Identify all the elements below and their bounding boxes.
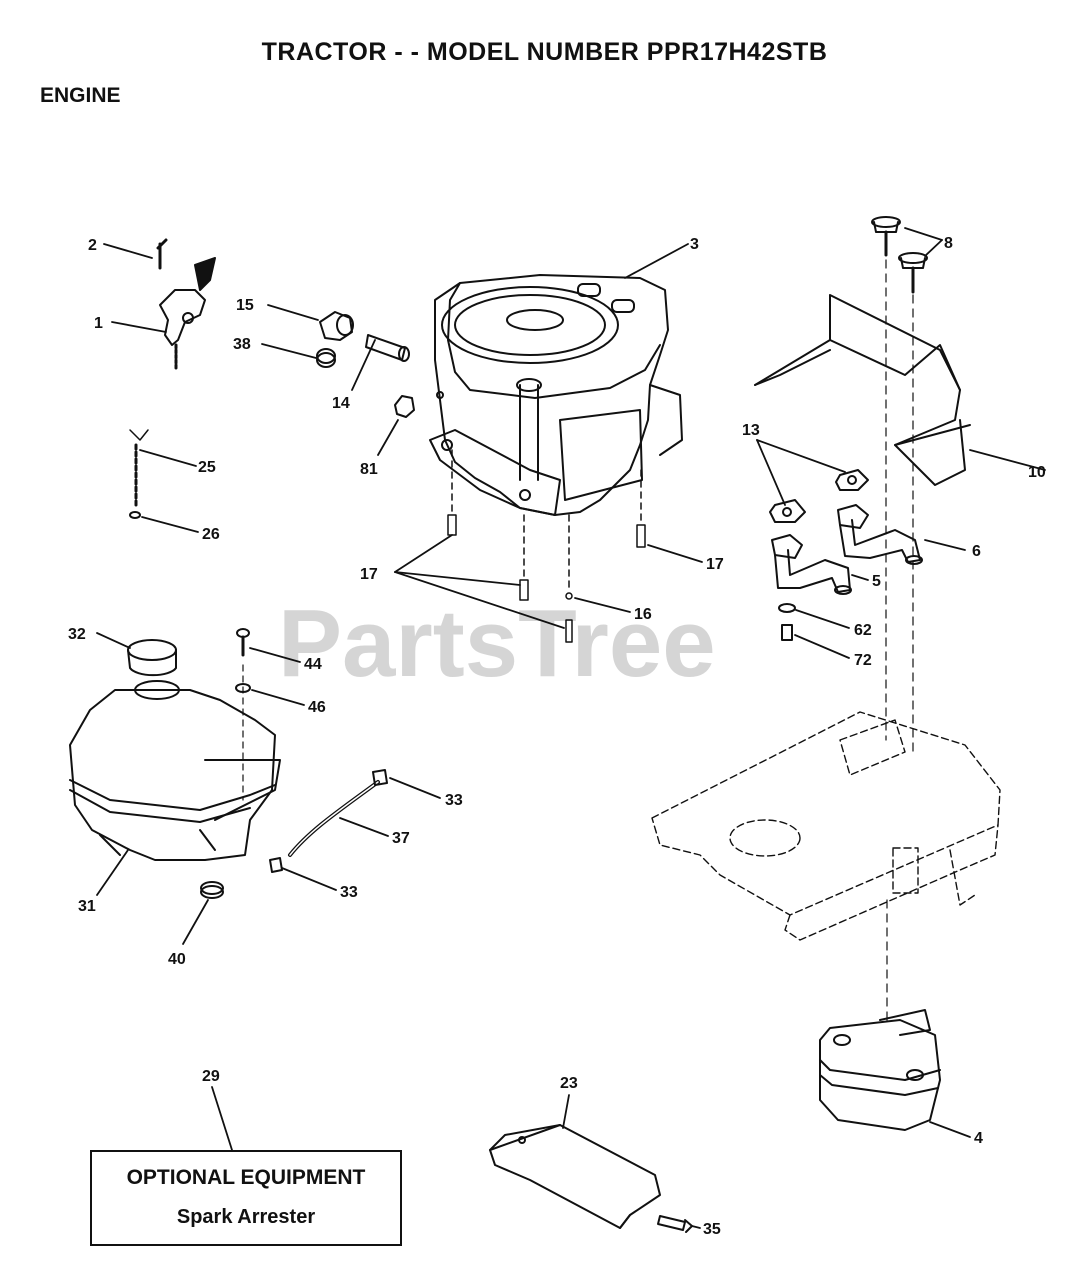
callout-13: 13 <box>742 422 760 439</box>
throttle-control-part[interactable] <box>156 238 216 372</box>
spark-arrester-label: Spark Arrester <box>176 1206 316 1228</box>
spark-arrester-shield-part[interactable] <box>489 1124 661 1229</box>
screw-44-part[interactable] <box>236 628 250 801</box>
callout-33-upper: 33 <box>445 792 463 809</box>
section-label: ENGINE <box>40 84 121 107</box>
washer-62-part[interactable] <box>778 603 796 613</box>
watermark-text: PartsTree <box>278 590 716 697</box>
callout-15: 15 <box>236 297 254 314</box>
exhaust-pipe-6-part[interactable] <box>837 504 923 565</box>
callout-35: 35 <box>703 1221 721 1238</box>
callout-1: 1 <box>94 315 103 332</box>
callout-81: 81 <box>360 461 378 478</box>
callout-4: 4 <box>974 1130 983 1147</box>
nut-38-part[interactable] <box>316 348 336 368</box>
bolts-8-part[interactable] <box>871 216 928 756</box>
callout-72: 72 <box>854 652 872 669</box>
engine-bolts-part[interactable] <box>447 449 646 643</box>
screw-35-part[interactable] <box>657 1215 693 1233</box>
fuel-cap-part[interactable] <box>127 639 177 677</box>
callout-14: 14 <box>332 395 350 412</box>
heat-shield-part[interactable] <box>754 294 971 486</box>
callout-23: 23 <box>560 1075 578 1092</box>
callout-6: 6 <box>972 543 981 560</box>
nut-81-part[interactable] <box>394 391 444 418</box>
page-title: TRACTOR - - MODEL NUMBER PPR17H42STB <box>261 38 828 66</box>
bolt-72-part[interactable] <box>781 624 793 641</box>
fuel-line-part[interactable] <box>288 780 380 857</box>
fuel-tank-part[interactable] <box>69 680 281 861</box>
elbow-fitting-part[interactable] <box>319 311 354 341</box>
callout-32: 32 <box>68 626 86 643</box>
callout-10: 10 <box>1028 464 1046 481</box>
gasket-13-part[interactable] <box>769 469 869 523</box>
callout-40: 40 <box>168 951 186 968</box>
callout-5: 5 <box>872 573 881 590</box>
grommet-40-part[interactable] <box>200 881 224 899</box>
exhaust-pipe-5-part[interactable] <box>771 534 852 595</box>
callout-3: 3 <box>690 236 699 253</box>
callout-8: 8 <box>944 235 953 252</box>
callout-17-left: 17 <box>360 566 378 583</box>
callout-44: 44 <box>304 656 322 673</box>
callout-33-lower: 33 <box>340 884 358 901</box>
callout-62: 62 <box>854 622 872 639</box>
dipstick-part[interactable] <box>129 429 149 519</box>
optional-equipment-box: OPTIONAL EQUIPMENT Spark Arrester <box>90 1150 402 1246</box>
muffler-part[interactable] <box>819 899 941 1131</box>
callout-17-right: 17 <box>706 556 724 573</box>
tube-fitting-part[interactable] <box>365 334 410 362</box>
callout-25: 25 <box>198 459 216 476</box>
callout-26: 26 <box>202 526 220 543</box>
callout-29: 29 <box>202 1068 220 1085</box>
callout-38: 38 <box>233 336 251 353</box>
callout-46: 46 <box>308 699 326 716</box>
optional-equipment-title: OPTIONAL EQUIPMENT <box>126 1166 366 1189</box>
chassis-plate <box>651 711 1001 941</box>
washer-46-part[interactable] <box>235 683 251 693</box>
clamp-33-upper-part[interactable] <box>372 769 388 786</box>
clamp-33-lower-part[interactable] <box>269 857 283 873</box>
callout-2: 2 <box>88 237 97 254</box>
engine-part[interactable] <box>429 274 683 516</box>
leader-lines <box>96 227 1046 1229</box>
callout-37: 37 <box>392 830 410 847</box>
callout-16: 16 <box>634 606 652 623</box>
callout-31: 31 <box>78 898 96 915</box>
